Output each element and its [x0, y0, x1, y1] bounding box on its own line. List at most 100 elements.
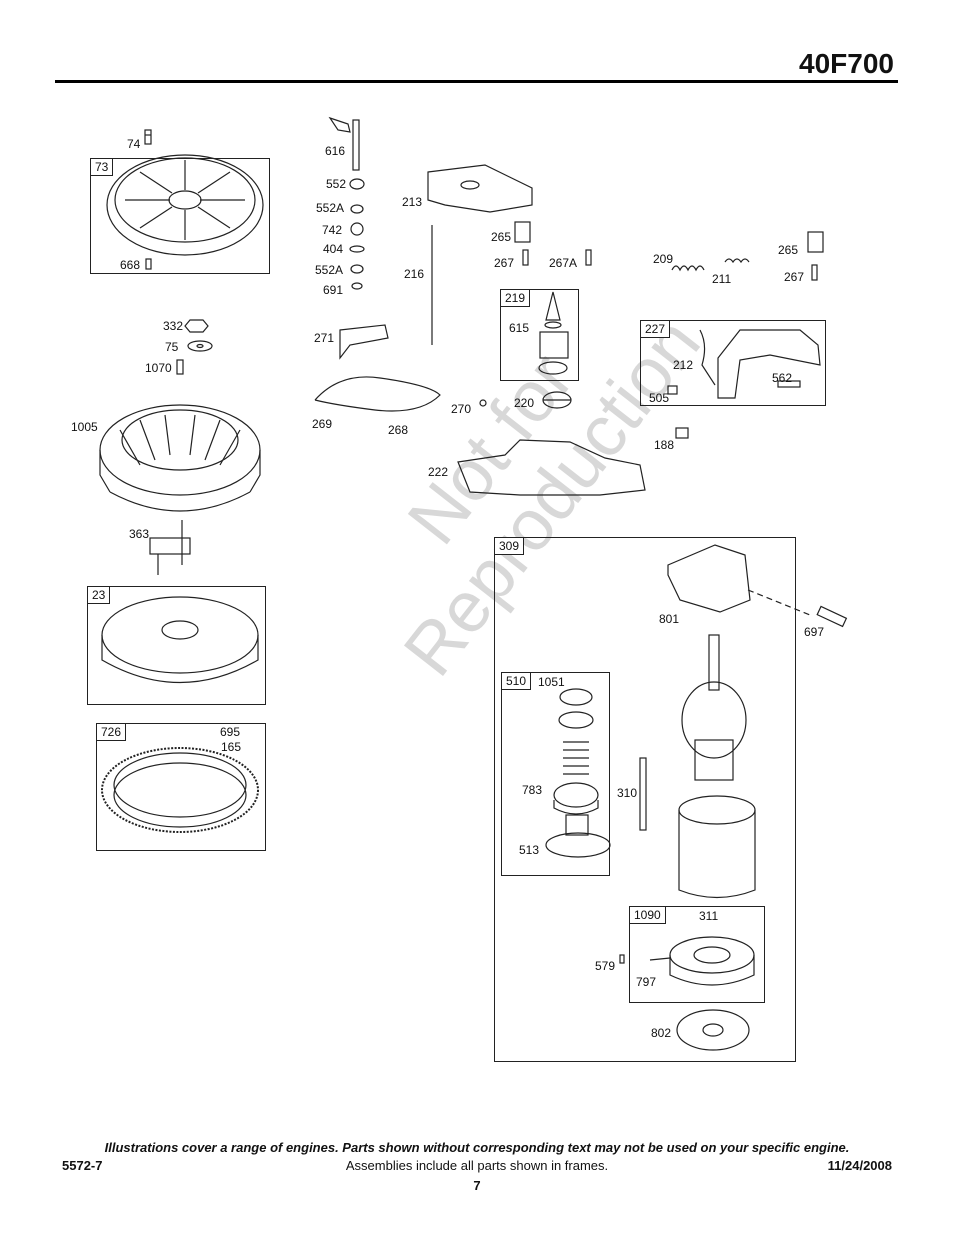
frame-309-label: 309 — [495, 538, 525, 555]
bolt-188-drawing — [675, 427, 689, 439]
part-797: 797 — [636, 975, 657, 989]
part-271: 271 — [314, 331, 335, 345]
part-209: 209 — [653, 252, 674, 266]
part-267-right: 267 — [784, 270, 805, 284]
part-268: 268 — [388, 423, 409, 437]
control-bracket-drawing — [427, 164, 533, 213]
screw-267A-drawing — [585, 249, 592, 266]
part-267: 267 — [494, 256, 515, 270]
part-1051: 1051 — [538, 675, 565, 689]
part-265: 265 — [491, 230, 512, 244]
frame-219: 219 — [500, 289, 579, 381]
part-562: 562 — [772, 371, 793, 385]
nut-270-drawing — [479, 399, 487, 407]
part-1005: 1005 — [71, 420, 98, 434]
part-74: 74 — [127, 137, 141, 151]
part-1070: 1070 — [145, 361, 172, 375]
frame-219-label: 219 — [501, 290, 531, 307]
fastener-668-drawing — [145, 258, 152, 270]
spring-209-drawing — [671, 265, 705, 272]
frame-23: 23 — [87, 586, 266, 705]
spring-211-drawing — [724, 258, 750, 264]
part-267A: 267A — [549, 256, 578, 270]
nut-505-drawing — [667, 385, 678, 395]
bolt-697-drawing — [816, 605, 848, 628]
throttle-cable-drawing — [314, 376, 441, 412]
header-rule — [55, 80, 898, 83]
part-668: 668 — [120, 258, 141, 272]
flywheel-drawing — [101, 596, 259, 684]
model-number: 40F700 — [799, 48, 894, 79]
part-695: 695 — [220, 725, 241, 739]
part-165: 165 — [221, 740, 242, 754]
part-216: 216 — [404, 267, 425, 281]
governor-shaft-drawing — [328, 116, 360, 171]
part-75: 75 — [165, 340, 179, 354]
doc-number: 5572-7 — [62, 1158, 103, 1173]
page-number: 7 — [473, 1178, 481, 1193]
part-691: 691 — [323, 283, 344, 297]
part-552: 552 — [326, 177, 347, 191]
throttle-lever-drawing — [339, 324, 389, 360]
frame-510-label: 510 — [502, 673, 532, 690]
part-552A-upper: 552A — [316, 201, 345, 215]
part-220: 220 — [514, 396, 535, 410]
frame-309: 309 — [494, 537, 796, 1062]
bolt-74-drawing — [144, 129, 152, 145]
clip-265-drawing — [514, 221, 531, 243]
frame-73: 73 — [90, 158, 270, 274]
gear-220-drawing — [542, 391, 572, 409]
part-579: 579 — [595, 959, 616, 973]
control-plate-drawing — [457, 439, 646, 496]
part-616: 616 — [325, 144, 346, 158]
part-213: 213 — [402, 195, 423, 209]
frame-726: 726 — [96, 723, 266, 851]
part-697: 697 — [804, 625, 825, 639]
part-222: 222 — [428, 465, 449, 479]
part-404: 404 — [323, 242, 344, 256]
starter-bracket-drawing — [667, 544, 751, 613]
control-bracket-227-drawing — [717, 329, 821, 399]
part-270: 270 — [451, 402, 472, 416]
brush-holder-drawing — [649, 936, 755, 986]
clip-579-drawing — [619, 954, 625, 964]
part-310: 310 — [617, 786, 638, 800]
screw-267-drawing — [522, 249, 529, 266]
part-783: 783 — [522, 783, 543, 797]
frame-1090-label: 1090 — [630, 907, 666, 924]
end-cap-802-drawing — [676, 1009, 750, 1051]
part-802: 802 — [651, 1026, 672, 1040]
frame-726-label: 726 — [97, 724, 127, 741]
part-211: 211 — [712, 272, 732, 286]
part-801: 801 — [659, 612, 680, 626]
thru-bolt-310-drawing — [639, 757, 647, 831]
part-311: 311 — [699, 909, 719, 923]
link-212-drawing — [699, 329, 716, 386]
screw-267b-drawing — [811, 264, 818, 281]
frame-510: 510 — [501, 672, 610, 876]
clip-265b-drawing — [807, 231, 824, 253]
starter-gear-drawing — [538, 291, 569, 375]
part-212: 212 — [673, 358, 694, 372]
screw-562-drawing — [777, 380, 801, 388]
part-265-right: 265 — [778, 243, 799, 257]
part-188: 188 — [654, 438, 675, 452]
part-615: 615 — [509, 321, 530, 335]
frame-23-label: 23 — [88, 587, 111, 604]
flywheel-fan-drawing — [99, 404, 261, 512]
part-505: 505 — [649, 391, 670, 405]
part-742: 742 — [322, 223, 343, 237]
part-332: 332 — [163, 319, 184, 333]
governor-washers-drawing — [349, 178, 365, 290]
frame-73-label: 73 — [91, 159, 114, 176]
frame-227-label: 227 — [641, 321, 671, 338]
flywheel-clamp-drawing — [149, 520, 191, 575]
footer-note: Illustrations cover a range of engines. … — [104, 1140, 850, 1155]
drive-assembly-drawing — [545, 688, 611, 858]
ring-gear-drawing — [101, 747, 259, 833]
frames-note: Assemblies include all parts shown in fr… — [345, 1158, 609, 1173]
part-363: 363 — [129, 527, 150, 541]
part-269: 269 — [312, 417, 333, 431]
nut-washer-stack-drawing — [176, 319, 213, 375]
